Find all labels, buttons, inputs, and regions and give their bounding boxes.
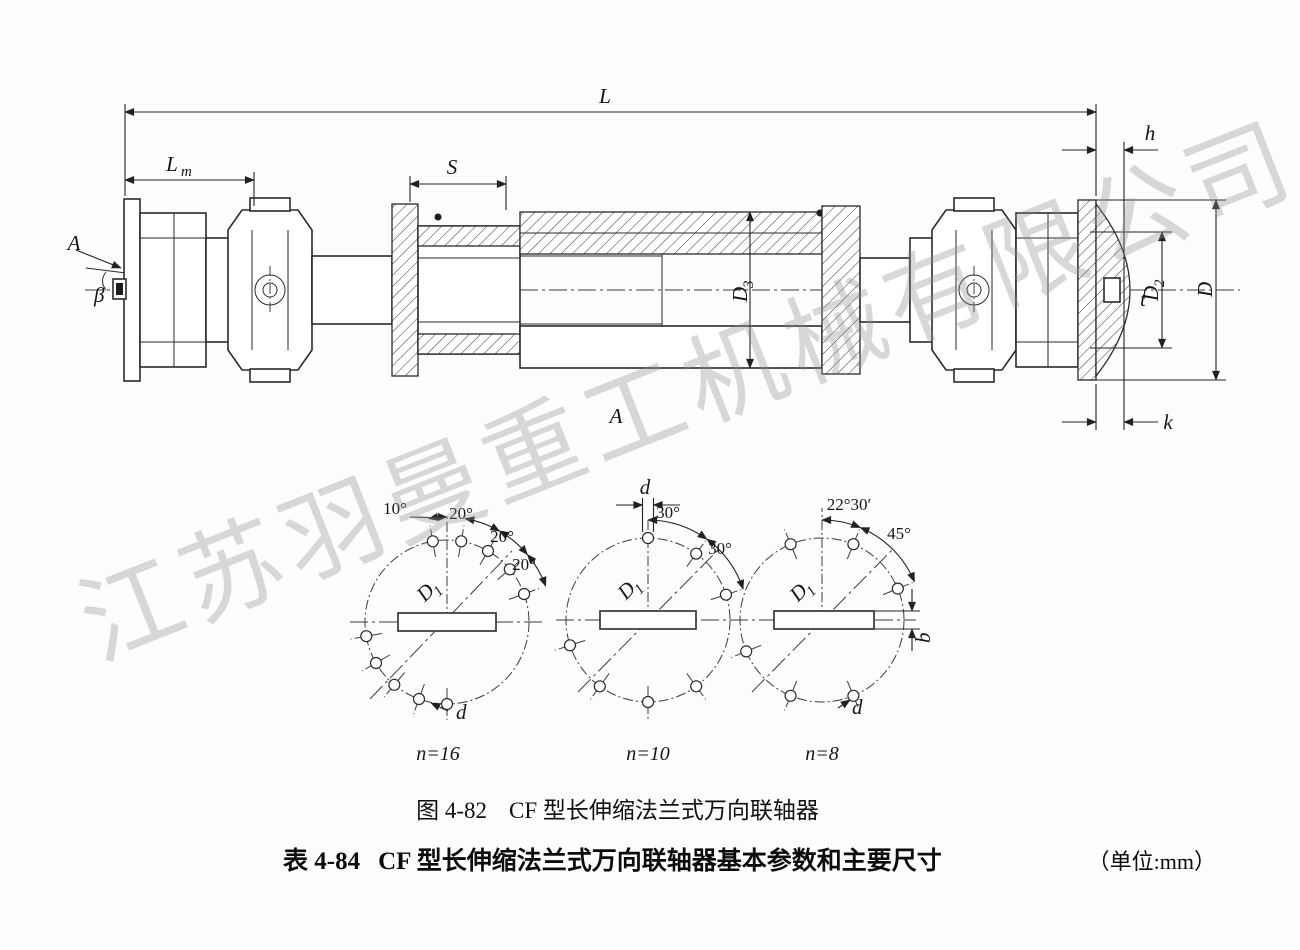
table-title: CF 型长伸缩法兰式万向联轴器基本参数和主要尺寸 xyxy=(378,848,942,875)
dim-D3: D xyxy=(728,287,752,303)
spline-flange-collar xyxy=(391,203,419,377)
angle-2230: 22°30′ xyxy=(827,495,872,514)
dim-D1-right-group: D 1 xyxy=(784,578,820,606)
tube-end-collar xyxy=(821,205,861,375)
beta-angle-arc xyxy=(102,271,107,291)
n8-label: n=8 xyxy=(805,743,839,765)
dim-beta: β xyxy=(93,283,105,307)
dimension-lines: L L m S h k D 3 xyxy=(66,84,1226,434)
left-flange-pilot-fill xyxy=(116,283,123,295)
dim-Lm-sub: m xyxy=(181,164,192,180)
telescopic-tube xyxy=(434,209,824,369)
view-arrow-A: A xyxy=(66,231,81,255)
right-pilot-spigot xyxy=(1103,277,1121,303)
dim-Lm: L xyxy=(165,152,178,176)
table-caption: 表 4-84 CF 型长伸缩法兰式万向联轴器基本参数和主要尺寸 （单位:mm） xyxy=(283,841,1216,877)
angle-10: 10° xyxy=(383,499,407,518)
angle-20b: 20° xyxy=(490,527,514,546)
dim-D2-sub: 2 xyxy=(1152,279,1168,287)
angle-30b: 30° xyxy=(708,539,732,558)
angle-20c: 20° xyxy=(512,555,536,574)
dim-D1-left-group: D 1 xyxy=(411,578,447,606)
right-shaft xyxy=(859,257,911,323)
dim-b-group: b xyxy=(911,633,935,644)
dim-t: t xyxy=(1140,287,1147,311)
n10-label: n=10 xyxy=(626,743,670,765)
figure-caption: 图 4-82 CF 型长伸缩法兰式万向联轴器 xyxy=(0,791,1235,825)
dim-D3-group: D 3 xyxy=(728,281,757,304)
pin-dot-left xyxy=(434,213,442,221)
dim-d-right: d xyxy=(852,695,863,719)
spline-shaft-section xyxy=(417,225,521,355)
dim-b: b xyxy=(911,633,935,644)
left-universal-joint xyxy=(205,197,313,383)
figure-number: 图 4-82 xyxy=(416,798,488,823)
dim-D: D xyxy=(1193,282,1217,298)
dim-L: L xyxy=(598,84,611,108)
bolt-view-n10: d 30° 30° D 1 n=10 xyxy=(554,475,745,765)
figure-title: CF 型长伸缩法兰式万向联轴器 xyxy=(509,798,819,823)
left-hub xyxy=(139,212,207,368)
angle-20a: 20° xyxy=(449,504,473,523)
unit-note: （单位:mm） xyxy=(1087,849,1216,874)
dim-d-middle: d xyxy=(640,475,651,499)
bolt-view-n16: 10° 20° 20° 20° D 1 d n=16 xyxy=(350,499,547,765)
dim-k: k xyxy=(1163,410,1173,434)
dim-D1-middle-group: D 1 xyxy=(612,576,648,604)
coupling-section-view xyxy=(85,197,1240,383)
right-flange-assembly xyxy=(1015,199,1131,381)
table-number: 表 4-84 xyxy=(283,848,361,875)
dim-D-group: D xyxy=(1193,282,1217,298)
left-shaft xyxy=(311,255,393,325)
right-universal-joint xyxy=(909,197,1017,383)
angle-45: 45° xyxy=(887,524,911,543)
dim-S: S xyxy=(447,155,458,179)
n16-label: n=16 xyxy=(416,743,460,765)
dim-D3-sub: 3 xyxy=(741,281,757,290)
dim-D2-group: D 2 xyxy=(1139,279,1168,302)
dim-d-left: d xyxy=(456,700,467,724)
angle-30a: 30° xyxy=(656,503,680,522)
dim-h: h xyxy=(1145,121,1156,145)
bolt-view-n8: b d 22°30′ 45° D 1 n=8 xyxy=(730,495,935,765)
dim-D2: D xyxy=(1139,286,1163,302)
section-label-A: A xyxy=(608,404,623,428)
